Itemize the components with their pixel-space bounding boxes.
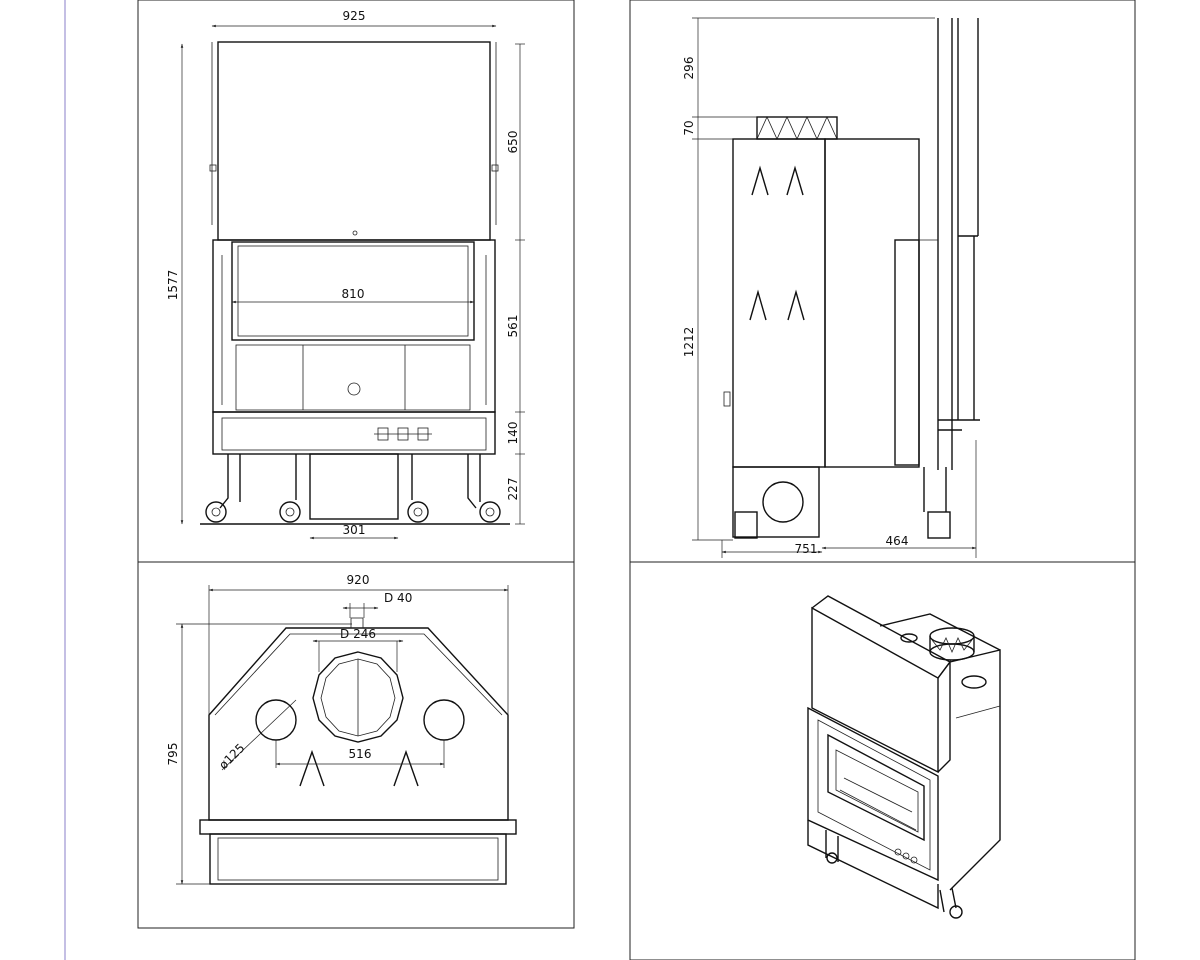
front-dim-base: 140 (506, 422, 520, 445)
top-dim-width: 920 (347, 573, 370, 587)
flue-outlet (312, 651, 404, 743)
front-dim-total-height: 1577 (166, 270, 180, 301)
side-dim-rear: 464 (886, 534, 909, 548)
perspective-view (807, 595, 1001, 919)
top-dim-vent-spacing: 516 (349, 747, 372, 761)
side-dim-body-height: 1212 (682, 327, 696, 358)
front-dim-stand-width: 301 (343, 523, 366, 537)
side-dim-depth: 751 (795, 542, 818, 556)
front-dim-legs: 227 (506, 478, 520, 501)
sheet-frames (64, 0, 1136, 960)
perspective-flue (929, 627, 975, 661)
side-dim-collar: 70 (682, 120, 696, 135)
side-dim-top: 296 (682, 57, 696, 80)
front-dim-opening-width: 810 (342, 287, 365, 301)
top-dim-depth: 795 (166, 743, 180, 766)
perspective-knobs (894, 848, 918, 864)
control-knobs (374, 427, 432, 441)
vent-right (423, 699, 465, 741)
front-dim-width: 925 (343, 9, 366, 23)
top-dim-vent-diameter: ø125 (216, 741, 247, 772)
front-dim-top: 650 (506, 131, 520, 154)
flue-collar (756, 116, 838, 140)
side-view: 296 70 1212 751 464 (682, 17, 980, 558)
top-dim-small-pipe: D 40 (384, 591, 412, 605)
front-dim-opening-height: 561 (506, 315, 520, 338)
front-view: 925 1577 650 561 140 227 810 301 (166, 9, 525, 540)
top-dim-flue: D 246 (340, 627, 376, 641)
top-view: 920 795 D 40 D 246 ø125 516 (166, 573, 517, 885)
